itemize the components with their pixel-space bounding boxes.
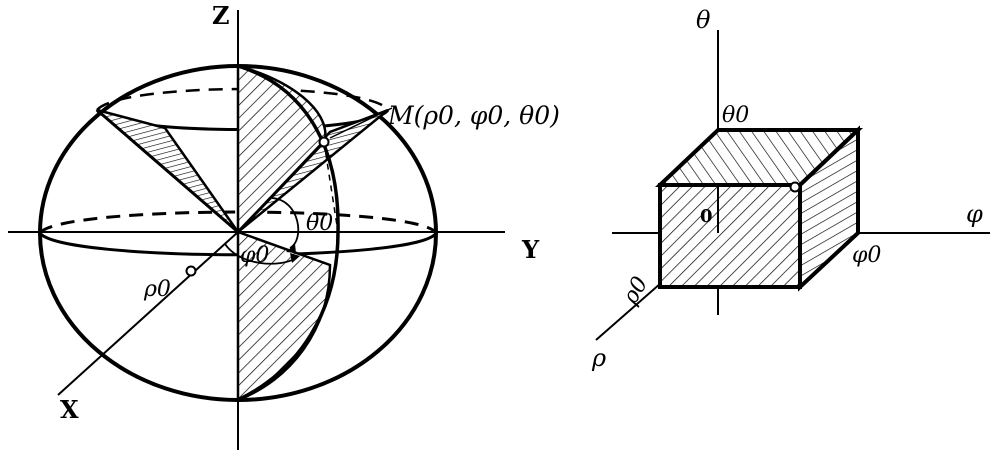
theta0-label: θ0 xyxy=(306,211,333,236)
rho0-box-label: ρ0 xyxy=(618,273,654,310)
y-axis-label: Y xyxy=(521,235,540,264)
radius-om xyxy=(236,140,326,234)
phi0-box-label: φ0 xyxy=(852,243,881,268)
theta-axis-label: θ xyxy=(696,6,711,34)
z-axis-label: Z xyxy=(212,1,230,30)
projection-dashed xyxy=(323,141,339,233)
phi-axis-label: φ xyxy=(966,200,983,228)
theta-arrow xyxy=(286,244,296,253)
x-axis-label: X xyxy=(60,395,79,424)
box-corner-point xyxy=(789,181,801,193)
rho-axis-label: ρ xyxy=(591,344,606,372)
point-m-label: M(ρ0, φ0, θ0) xyxy=(387,101,560,130)
left-figure: Z Y X M(ρ0, φ0, θ0) θ0 φ0 ρ0 xyxy=(8,1,560,450)
rho0-label: ρ0 xyxy=(143,277,171,302)
phi-arc xyxy=(224,243,297,265)
theta0-box-label: θ0 xyxy=(722,103,749,128)
m-leader xyxy=(329,107,393,139)
right-figure: θ φ ρ 0 θ0 φ0 ρ0 xyxy=(591,6,990,372)
origin-label: 0 xyxy=(700,206,713,227)
box-front-face xyxy=(658,183,802,289)
phi-arrow xyxy=(290,253,300,263)
x-axis xyxy=(57,231,239,396)
phi0-label: φ0 xyxy=(240,243,269,268)
projection-dashed-2 xyxy=(237,231,331,266)
point-rho0 xyxy=(185,265,197,277)
theta-arc xyxy=(271,197,300,249)
equator-back xyxy=(38,210,438,235)
point-m xyxy=(318,136,330,148)
cone-left-edge xyxy=(96,108,239,234)
